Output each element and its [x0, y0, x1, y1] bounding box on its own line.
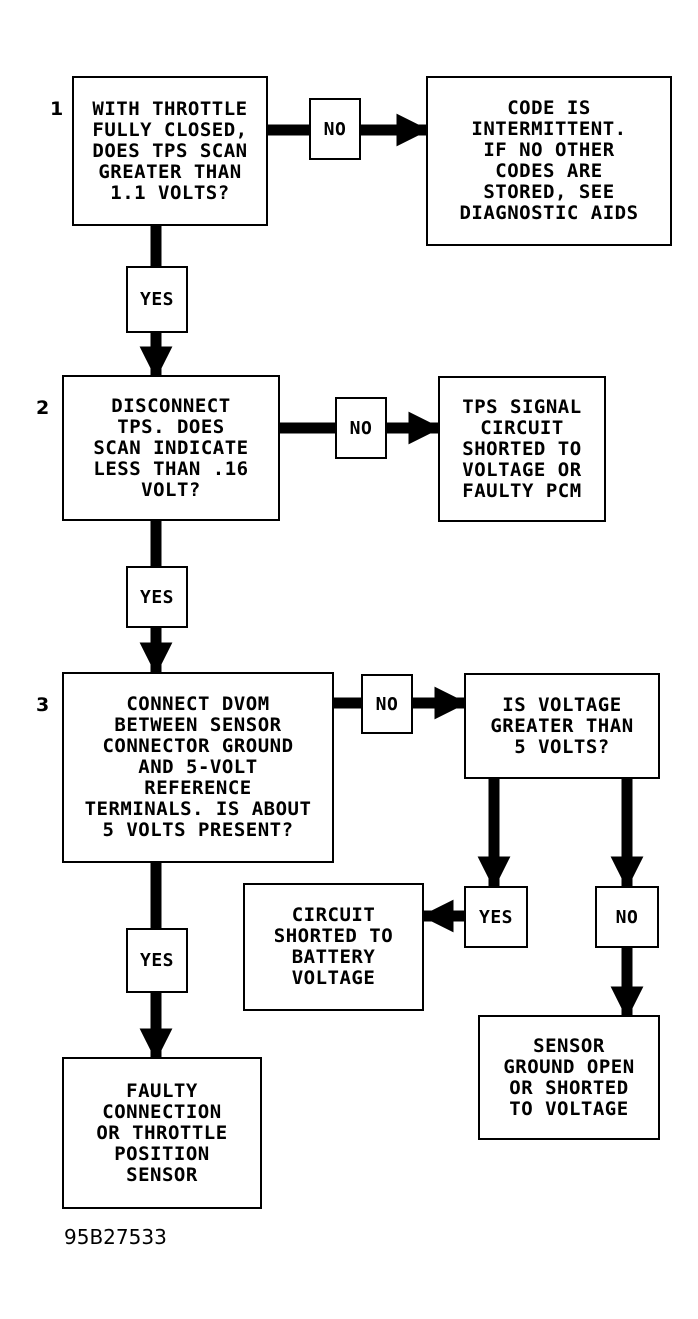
sub-no-result: SENSOR GROUND OPEN OR SHORTED TO VOLTAGE	[478, 1015, 660, 1140]
step-1-no-label: NO	[309, 98, 361, 160]
step-3-no-result: IS VOLTAGE GREATER THAN 5 VOLTS?	[464, 673, 660, 779]
sub-yes-result: CIRCUIT SHORTED TO BATTERY VOLTAGE	[243, 883, 424, 1011]
step-number-2: 2	[36, 397, 50, 419]
step-number-3: 3	[36, 694, 50, 716]
sub-no-label: NO	[595, 886, 659, 948]
sub-yes-label: YES	[464, 886, 528, 948]
step-3-yes-label: YES	[126, 928, 188, 993]
figure-code: 95B27533	[64, 1225, 167, 1249]
step-3-no-label: NO	[361, 674, 413, 734]
step-number-1: 1	[50, 98, 64, 120]
step-3-yes-result: FAULTY CONNECTION OR THROTTLE POSITION S…	[62, 1057, 262, 1209]
step-2-yes-label: YES	[126, 566, 188, 628]
step-2-question: DISCONNECT TPS. DOES SCAN INDICATE LESS …	[62, 375, 280, 521]
step-1-question: WITH THROTTLE FULLY CLOSED, DOES TPS SCA…	[72, 76, 268, 226]
step-1-yes-label: YES	[126, 266, 188, 333]
step-3-question: CONNECT DVOM BETWEEN SENSOR CONNECTOR GR…	[62, 672, 334, 863]
step-2-no-result: TPS SIGNAL CIRCUIT SHORTED TO VOLTAGE OR…	[438, 376, 606, 522]
step-1-no-result: CODE IS INTERMITTENT. IF NO OTHER CODES …	[426, 76, 672, 246]
step-2-no-label: NO	[335, 397, 387, 459]
